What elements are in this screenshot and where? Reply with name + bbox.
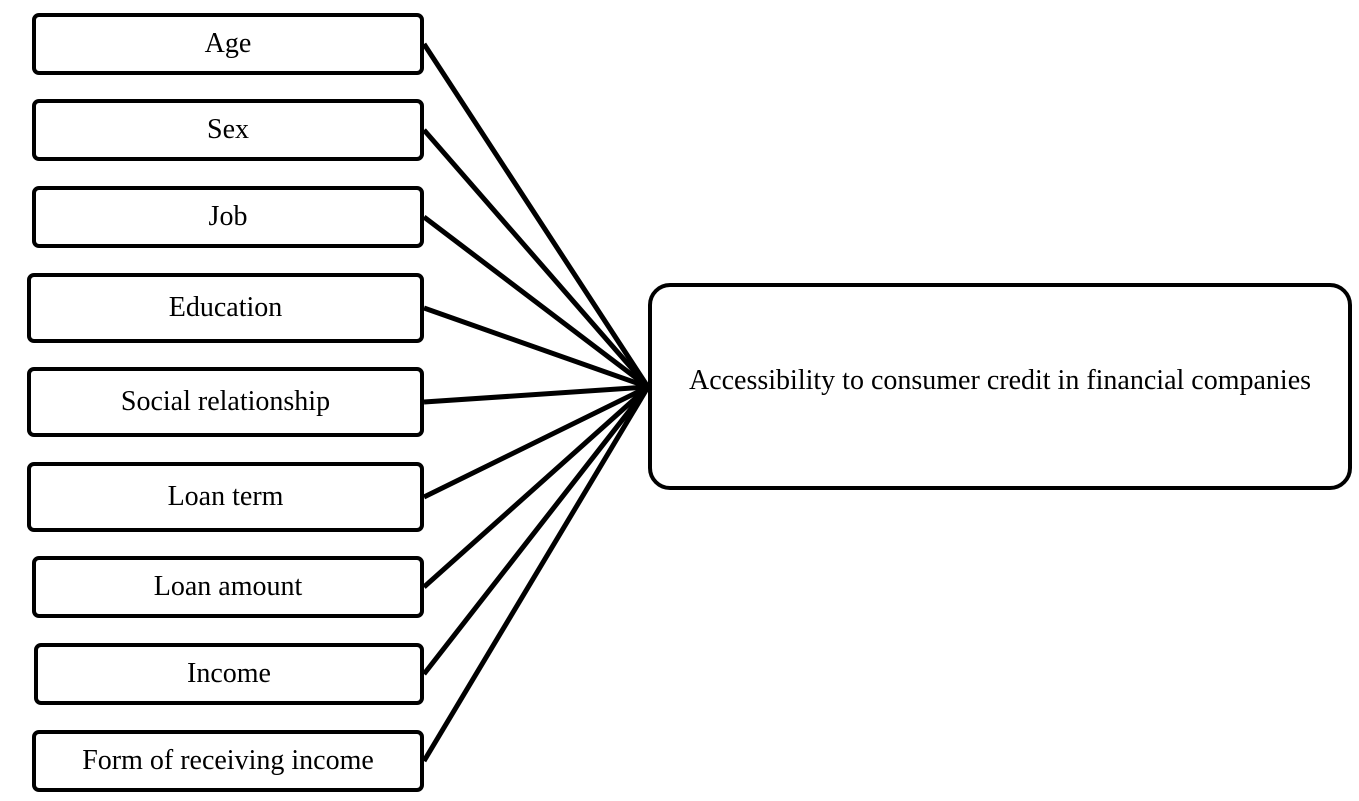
factor-label: Education <box>168 292 283 323</box>
factor-label: Sex <box>207 114 249 145</box>
factor-label: Income <box>187 658 271 689</box>
factor-label: Form of receiving income <box>82 745 374 776</box>
factor-box-education: Education <box>27 273 424 343</box>
factor-label: Loan amount <box>153 571 303 602</box>
factor-box-age: Age <box>32 13 424 75</box>
connector-loan-term <box>422 384 650 500</box>
connector-age <box>421 42 651 389</box>
factor-label: Loan term <box>167 481 284 512</box>
factor-box-income: Income <box>34 643 424 705</box>
factor-label: Age <box>204 28 252 59</box>
factor-box-job: Job <box>32 186 424 248</box>
connector-education <box>423 305 649 390</box>
connector-income <box>422 385 650 676</box>
connector-sex <box>422 128 650 389</box>
factor-box-loan-amount: Loan amount <box>32 556 424 618</box>
factor-box-social-relationship: Social relationship <box>27 367 424 437</box>
outcome-label: Accessibility to consumer credit in fina… <box>688 365 1312 396</box>
connector-form-of-receiving-income <box>421 385 651 763</box>
connector-job <box>422 215 650 389</box>
factor-label: Job <box>208 201 248 232</box>
factor-box-loan-term: Loan term <box>27 462 424 532</box>
factor-label: Social relationship <box>120 386 331 417</box>
outcome-box: Accessibility to consumer credit in fina… <box>648 283 1352 490</box>
connector-social-relationship <box>423 384 649 405</box>
connector-loan-amount <box>422 385 650 589</box>
factor-box-form-of-receiving-income: Form of receiving income <box>32 730 424 792</box>
factor-box-sex: Sex <box>32 99 424 161</box>
